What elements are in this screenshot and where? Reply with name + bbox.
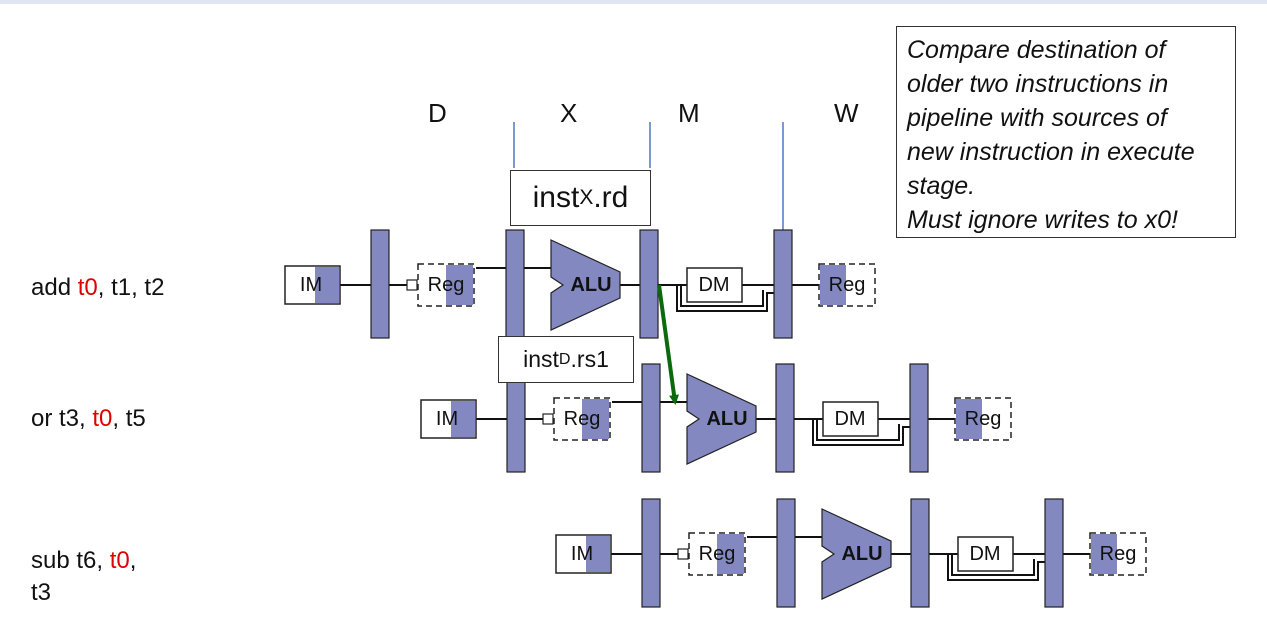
- im-label: IM: [436, 408, 458, 430]
- im-label: IM: [300, 274, 322, 296]
- pipeline-row-3: IM Reg ALU DM Reg: [555, 498, 1147, 608]
- note-line-4: new instruction in execute: [907, 138, 1195, 166]
- dm-block: [957, 536, 1014, 572]
- pipeline-register-4: [1044, 498, 1064, 608]
- inst-d-rs1-suffix: .rs1: [570, 346, 609, 372]
- reg-read-label: Reg: [699, 543, 736, 565]
- dm-block: [822, 401, 879, 437]
- note-line-1: Compare destination of: [907, 36, 1166, 64]
- pipeline-register-2: [776, 498, 796, 608]
- inst-x-rd-sub: X: [579, 186, 594, 209]
- instruction-add-rest: , t1, t2: [97, 274, 165, 301]
- pipeline-register-4: [773, 229, 793, 339]
- inst-d-rs1-sub: D: [558, 350, 571, 368]
- instruction-or-op: or t3,: [31, 405, 93, 432]
- instruction-sub-op: sub t6,: [31, 547, 110, 574]
- alu-label: ALU: [841, 543, 882, 565]
- pipeline-register-2: [641, 363, 661, 473]
- inst-x-rd-base: inst: [532, 181, 580, 214]
- note-line-2: older two instructions in: [907, 70, 1169, 98]
- alu-label: ALU: [570, 274, 611, 296]
- pipeline-register-3: [775, 363, 795, 473]
- reg-write-label: Reg: [965, 408, 1002, 430]
- im-label: IM: [571, 543, 593, 565]
- instruction-sub-dest: t0: [109, 547, 130, 574]
- inst-d-rs1-base: inst: [523, 346, 559, 372]
- instruction-sub: sub t6, t0, t3: [31, 545, 136, 609]
- pipeline-row-2: IM Reg ALU DM Reg: [420, 363, 1012, 473]
- alu-block: [821, 508, 892, 600]
- pipeline-register-4: [909, 363, 929, 473]
- forward-arrow: [657, 284, 680, 405]
- instruction-or-dest: t0: [92, 405, 113, 432]
- stage-label-d: D: [428, 98, 447, 128]
- pipeline-register-1: [641, 498, 661, 608]
- pipeline-row-1: IM Reg ALU DM Reg: [284, 229, 876, 339]
- pipeline-register-3: [910, 498, 930, 608]
- reg-write-label: Reg: [1100, 543, 1137, 565]
- instruction-add-dest: t0: [77, 274, 98, 301]
- reg-write-label: Reg: [829, 274, 866, 296]
- instruction-sub-line2: t3: [31, 579, 52, 606]
- top-border: [0, 0, 1267, 4]
- dm-block: [686, 267, 743, 303]
- instruction-or: or t3, t0, t5: [31, 403, 146, 435]
- instruction-add: add t0, t1, t2: [31, 272, 164, 304]
- reg-read-label: Reg: [428, 274, 465, 296]
- alu-block: [550, 239, 621, 331]
- dm-label: DM: [698, 274, 729, 296]
- instruction-add-op: add: [31, 274, 78, 301]
- stage-label-m: M: [678, 98, 700, 128]
- inst-x-rd-suffix: .rd: [593, 181, 629, 214]
- note-box: Compare destination of older two instruc…: [896, 26, 1236, 238]
- stage-label-w: W: [834, 98, 859, 128]
- stage-label-x: X: [560, 98, 578, 128]
- pipeline-register-3: [639, 229, 659, 339]
- reg-read-label: Reg: [564, 408, 601, 430]
- instruction-sub-rest: ,: [129, 547, 137, 574]
- dm-label: DM: [969, 543, 1000, 565]
- instruction-or-rest: , t5: [112, 405, 146, 432]
- dm-label: DM: [834, 408, 865, 430]
- note-line-5: stage.: [907, 172, 976, 200]
- alu-block: [686, 373, 757, 465]
- note-line-6: Must ignore writes to x0!: [907, 206, 1178, 234]
- pipeline-register-1: [370, 229, 390, 339]
- pipeline-register-2: [505, 229, 525, 339]
- note-line-3: pipeline with sources of: [907, 104, 1167, 132]
- alu-label: ALU: [706, 408, 747, 430]
- stage-divider-lines: [513, 122, 784, 230]
